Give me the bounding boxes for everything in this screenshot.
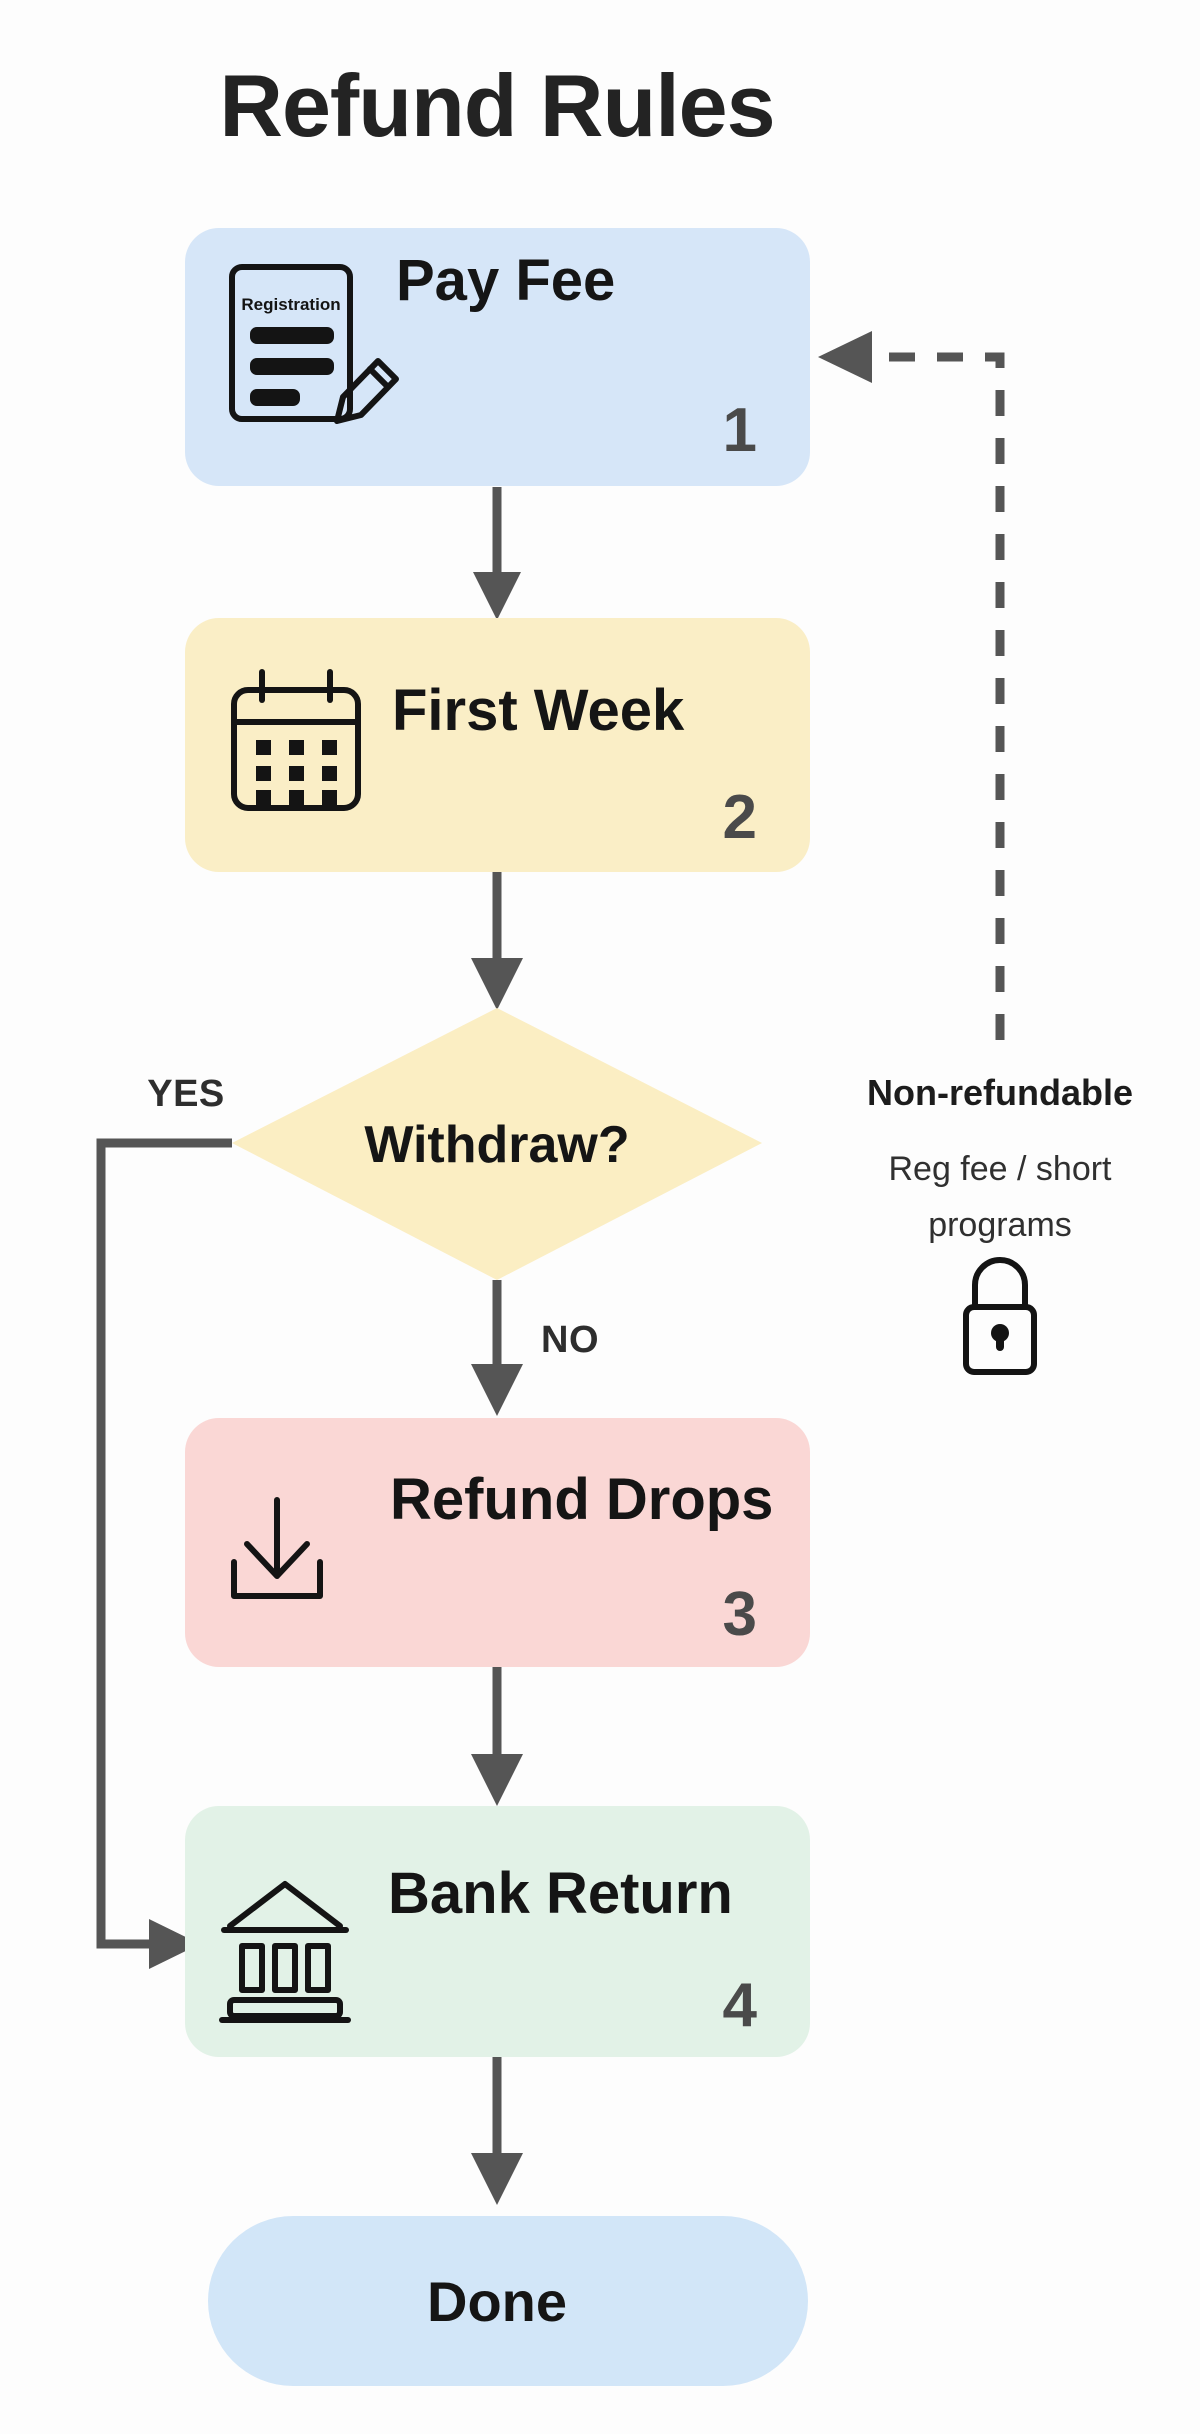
node-label-pay-fee: Pay Fee [396,248,615,313]
node-number-bank-return: 4 [723,1971,758,2040]
side-note-heading: Non-refundable [867,1072,1133,1113]
connector-withdraw-no-to-refund-drops [471,1280,523,1416]
connector-first-week-to-withdraw [471,872,523,1010]
node-label-withdraw: Withdraw? [364,1116,629,1174]
registration-form-pencil-icon: Registration [229,264,399,424]
connector-pay-fee-to-first-week [473,487,521,620]
side-note-non-refundable: Non-refundable Reg fee / short programs [867,1072,1133,1375]
node-number-refund-drops: 3 [723,1580,757,1649]
branch-label-no: NO [541,1319,599,1361]
node-label-refund-drops: Refund Drops [390,1467,773,1532]
connector-refund-drops-to-bank-return [471,1667,523,1806]
page-title: Refund Rules [219,56,774,155]
connector-bank-return-to-done [471,2057,523,2205]
node-withdraw-decision[interactable]: Withdraw? [232,1008,762,1280]
node-label-bank-return: Bank Return [388,1861,733,1926]
node-first-week[interactable]: First Week 2 [185,618,810,872]
connector-withdraw-yes-to-bank-return [96,1138,232,1969]
node-number-first-week: 2 [723,783,757,852]
node-done[interactable]: Done [208,2216,808,2386]
side-note-line-2: programs [928,1206,1072,1244]
side-note-line-1: Reg fee / short [888,1150,1112,1188]
bank-building-icon [219,1881,351,2023]
node-refund-drops[interactable]: Refund Drops 3 [185,1418,810,1667]
branch-label-yes: YES [147,1073,225,1115]
calendar-icon [231,669,361,811]
node-bank-return[interactable]: Bank Return 4 [185,1806,810,2057]
node-pay-fee[interactable]: Registration Pay Fee 1 [185,228,810,486]
node-label-first-week: First Week [392,678,685,743]
svg-text:Registration: Registration [241,295,340,314]
node-number-pay-fee: 1 [723,396,757,465]
node-label-done: Done [427,2270,567,2333]
padlock-icon [963,1257,1037,1375]
download-tray-icon [231,1497,323,1599]
connector-non-refundable-back-to-pay-fee [818,331,1005,1040]
